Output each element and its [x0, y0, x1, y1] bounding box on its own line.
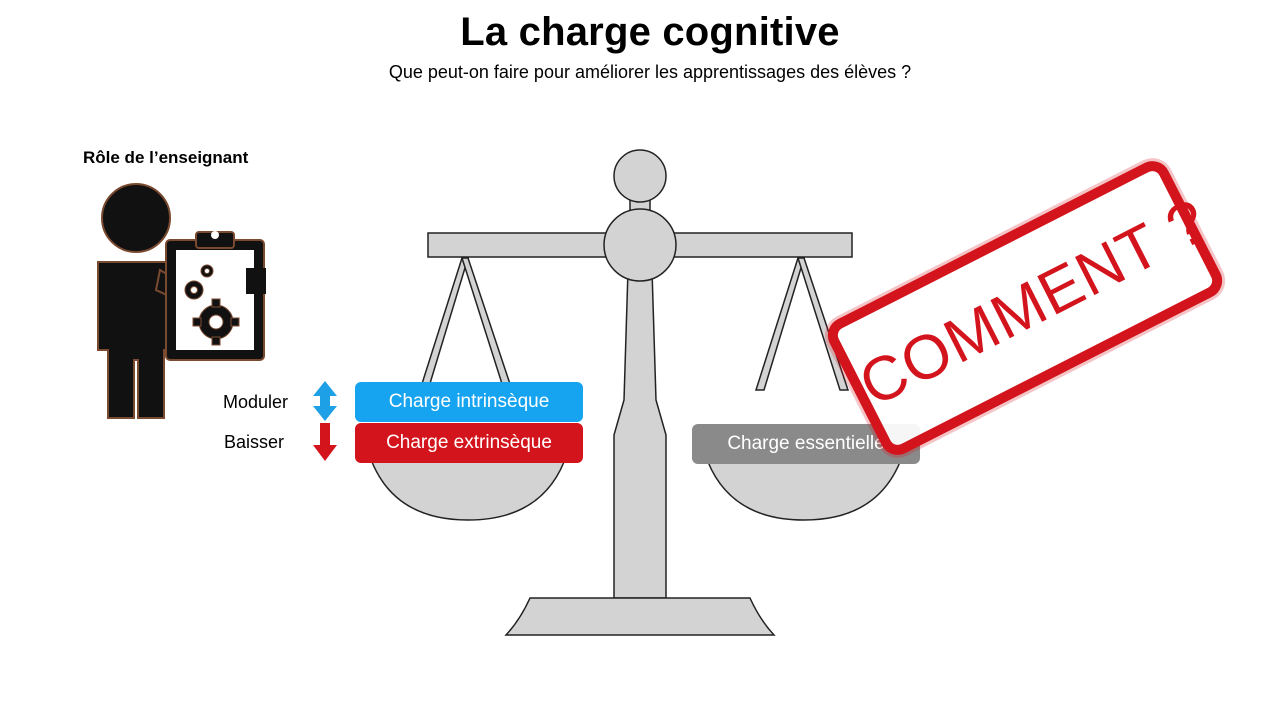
page-title: La charge cognitive — [460, 10, 840, 54]
right-pan — [706, 461, 902, 521]
page-subtitle: Que peut-on faire pour améliorer les app… — [388, 62, 912, 82]
charge-extrinseque-label: Charge extrinsèque — [355, 423, 583, 463]
scale-pivot — [603, 208, 677, 282]
down-arrow-icon — [313, 423, 337, 461]
scale-top-knob — [613, 149, 667, 203]
gear-icon — [184, 264, 240, 346]
scale-base — [504, 597, 776, 636]
right-pan-string — [796, 257, 850, 391]
up-down-arrow-icon — [313, 381, 337, 421]
teacher-role-title: Rôle de l’enseignant — [83, 148, 249, 167]
action-label-baisser: Baisser — [223, 432, 284, 452]
left-pan — [370, 461, 566, 521]
charge-intrinseque-label: Charge intrinsèque — [355, 382, 583, 422]
action-label-moduler: Moduler — [222, 392, 288, 412]
